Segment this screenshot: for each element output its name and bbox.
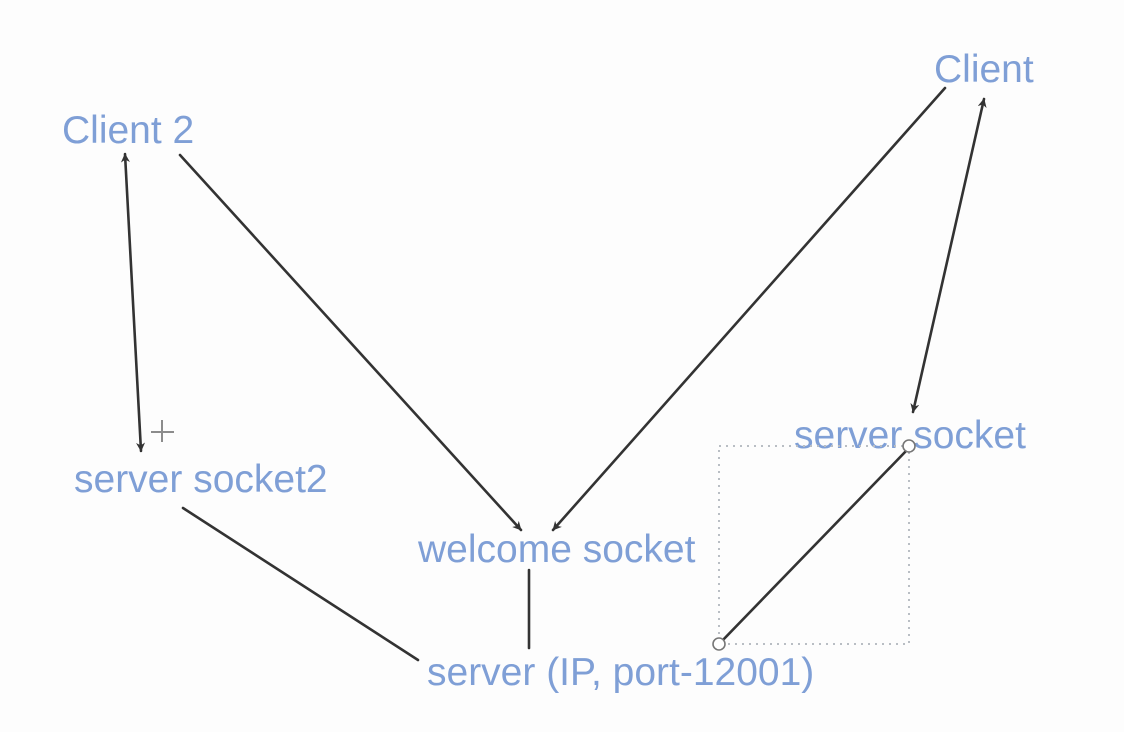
resize-handle-icon[interactable] bbox=[902, 439, 916, 453]
edge-client-welcome-socket[interactable] bbox=[551, 86, 947, 532]
node-client-2[interactable]: Client 2 bbox=[62, 109, 194, 152]
edge-client2-welcome-socket[interactable] bbox=[178, 153, 523, 532]
node-server[interactable]: server (IP, port-12001) bbox=[427, 651, 814, 694]
resize-handle-icon[interactable] bbox=[712, 637, 726, 651]
edge-server-socket2-server[interactable] bbox=[181, 506, 420, 662]
edge-client2-server-socket2[interactable] bbox=[120, 152, 146, 453]
node-welcome-socket[interactable]: welcome socket bbox=[417, 528, 696, 571]
move-cursor-icon bbox=[151, 420, 174, 442]
edge-client-server-socket[interactable] bbox=[910, 97, 987, 414]
node-client[interactable]: Client bbox=[934, 48, 1034, 91]
selection-box bbox=[718, 445, 910, 645]
node-server-socket2[interactable]: server socket2 bbox=[74, 458, 328, 501]
edge-server-server-socket[interactable] bbox=[719, 448, 909, 644]
